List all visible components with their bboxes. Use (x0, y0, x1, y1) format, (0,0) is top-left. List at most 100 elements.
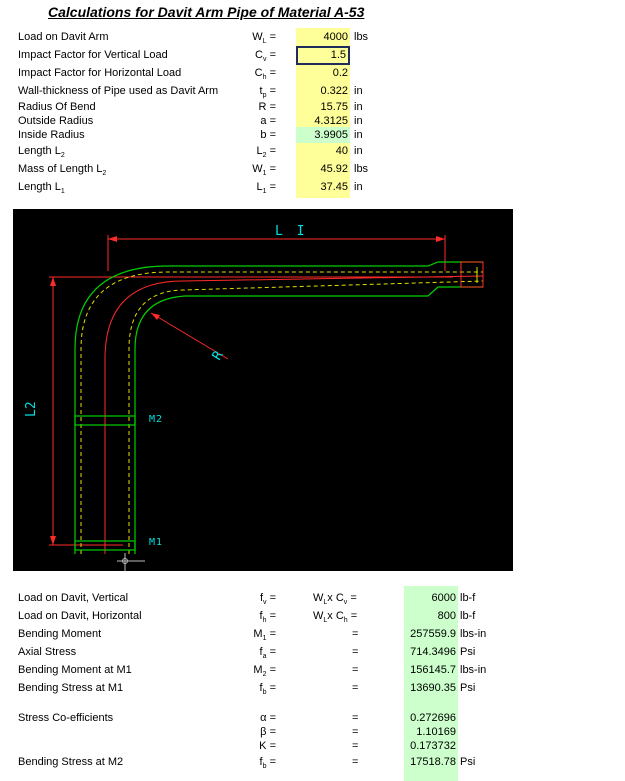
eq-k: = (352, 740, 359, 752)
dim-arrow-l2-bottom (50, 536, 56, 545)
label-inside-radius: Inside Radius (18, 129, 85, 141)
unit-load-vertical: lb-f (460, 592, 476, 604)
label-length-l2: Length L2 (18, 145, 65, 160)
label-bending-stress-m1: Bending Stress at M1 (18, 682, 124, 694)
formula-fh: WLx Ch = (313, 610, 358, 625)
pipe-outer-wall (74, 261, 483, 554)
pipe-inner-wall (134, 286, 483, 554)
sym-m2: M2 = (253, 664, 276, 679)
sym-k: K = (259, 740, 276, 752)
value-length-l2[interactable]: 40 (296, 143, 350, 159)
label-radius-bend: Radius Of Bend (18, 101, 96, 113)
label-l2: L2 (24, 401, 39, 417)
dim-arrow-r (151, 313, 160, 320)
sym-fh: fh = (259, 610, 276, 625)
label-load: Load on Davit Arm (18, 31, 109, 43)
label-length-l1: Length L1 (18, 181, 65, 196)
sym-fb-m1: fb = (259, 682, 276, 697)
unit-outside-radius: in (354, 115, 363, 127)
unit-mass-l2: lbs (354, 163, 369, 175)
results-column-bg (404, 586, 458, 781)
pipe-end-cap (460, 261, 484, 288)
label-impact-horizontal: Impact Factor for Horizontal Load (18, 67, 182, 79)
label-stress-coefficients: Stress Co-efficients (18, 712, 114, 724)
sym-wl: WL = (252, 31, 276, 46)
label-mass-l2: Mass of Length L2 (18, 163, 107, 178)
unit-wall-thickness: in (354, 85, 363, 97)
unit-bending-moment-m1: lbs-in (460, 664, 487, 676)
value-bending-stress-m1: 13690.35 (410, 682, 456, 694)
value-axial-stress: 714.3496 (410, 646, 456, 658)
unit-axial-stress: Psi (460, 646, 476, 658)
unit-bending-moment: lbs-in (460, 628, 487, 640)
value-impact-horizontal[interactable]: 0.2 (296, 65, 350, 81)
formula-fv: WLx Cv = (313, 592, 357, 607)
sym-beta: β = (260, 726, 276, 738)
value-radius-bend[interactable]: 15.75 (296, 99, 350, 115)
pipe-outer-dashed (80, 271, 483, 554)
unit-bending-stress-m1: Psi (460, 682, 476, 694)
value-k: 0.173732 (410, 740, 456, 752)
label-l1: L I (275, 224, 307, 239)
sym-r: R = (258, 101, 276, 113)
sym-tp: tp = (259, 85, 276, 100)
label-load-vertical: Load on Davit, Vertical (18, 592, 129, 604)
label-r: R (210, 348, 227, 363)
davit-arm-drawing: L I L2 R M2 M1 (13, 209, 513, 571)
label-m1: M1 (149, 537, 163, 548)
sym-cv: Cv = (255, 49, 276, 64)
pipe-inner-dashed (128, 280, 484, 554)
sym-fa: fa = (259, 646, 276, 661)
dim-line-r (150, 312, 229, 360)
label-bending-moment-m1: Bending Moment at M1 (18, 664, 132, 676)
value-beta: 1.10169 (416, 726, 456, 738)
value-mass-l2[interactable]: 45.92 (296, 161, 350, 177)
value-wall-thickness[interactable]: 0.322 (296, 83, 350, 99)
value-impact-vertical-selected[interactable]: 1.5 (296, 46, 350, 65)
value-load[interactable]: 4000 (296, 29, 350, 45)
sym-w1: W1 = (252, 163, 276, 178)
sym-a: a = (260, 115, 276, 127)
sym-ch: Ch = (254, 67, 276, 82)
label-bending-stress-m2: Bending Stress at M2 (18, 756, 124, 768)
label-wall-thickness: Wall-thickness of Pipe used as Davit Arm (18, 85, 219, 97)
davit-arm-svg: L I L2 R M2 M1 (24, 224, 484, 571)
eq-alpha: = (352, 712, 359, 724)
cursor-crosshair-dot (122, 558, 128, 564)
value-inside-radius[interactable]: 3.9905 (296, 127, 350, 143)
sym-b: b = (260, 129, 276, 141)
sym-m1: M1 = (253, 628, 276, 643)
unit-length-l2: in (354, 145, 363, 157)
label-outside-radius: Outside Radius (18, 115, 94, 127)
eq-bending-stress-m2: = (352, 756, 359, 768)
unit-length-l1: in (354, 181, 363, 193)
eq-bending-moment: = (352, 628, 359, 640)
dim-arrow-l1-right (436, 236, 445, 242)
dim-arrow-l1-left (108, 236, 117, 242)
flange-m1 (74, 540, 136, 551)
value-load-horizontal: 800 (437, 610, 456, 622)
value-alpha: 0.272696 (410, 712, 456, 724)
unit-radius-bend: in (354, 101, 363, 113)
unit-load: lbs (354, 31, 369, 43)
value-bending-moment: 257559.9 (410, 628, 456, 640)
sym-fb-m2: fb = (259, 756, 276, 771)
value-load-vertical: 6000 (431, 592, 456, 604)
label-bending-moment: Bending Moment (18, 628, 102, 640)
value-length-l1[interactable]: 37.45 (296, 179, 350, 195)
sym-alpha: α = (260, 712, 276, 724)
eq-bending-moment-m1: = (352, 664, 359, 676)
sym-l2: L2 = (256, 145, 276, 160)
unit-inside-radius: in (354, 129, 363, 141)
label-axial-stress: Axial Stress (18, 646, 77, 658)
pipe-centerline (104, 275, 484, 554)
eq-bending-stress-m1: = (352, 682, 359, 694)
eq-beta: = (352, 726, 359, 738)
flange-m2 (74, 415, 136, 426)
value-outside-radius[interactable]: 4.3125 (296, 113, 350, 129)
dim-arrow-l2-top (50, 277, 56, 286)
value-bending-stress-m2: 17518.78 (410, 756, 456, 768)
label-m2: M2 (149, 414, 163, 425)
value-bending-moment-m1: 156145.7 (410, 664, 456, 676)
eq-axial-stress: = (352, 646, 359, 658)
